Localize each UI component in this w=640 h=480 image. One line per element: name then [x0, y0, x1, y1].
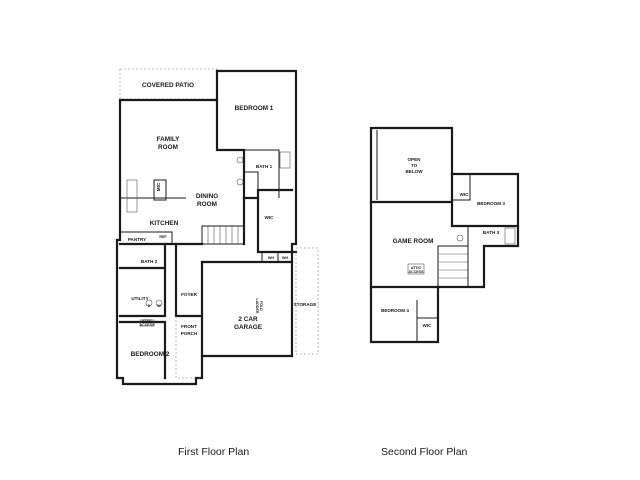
wic-bottom-label: WIC [423, 323, 433, 328]
first-floor-caption: First Floor Plan [178, 446, 250, 458]
garage-label: 2 CAR [238, 316, 258, 323]
stair-treads [438, 253, 468, 279]
front-porch-label-line2: PORCH [181, 331, 198, 336]
bath2-label: BATH 2 [141, 259, 158, 264]
dining-room-label: DINING [196, 193, 218, 200]
tub-fixture [504, 227, 516, 245]
bath1-inner-wall [244, 171, 259, 190]
foyer-label: FOYER [181, 292, 198, 297]
open-to-below-label-line3: BELOW [405, 169, 423, 174]
storage-outline [295, 247, 319, 355]
family-room-label: FAMILY [157, 136, 181, 143]
wic-top-label: WIC [460, 192, 470, 197]
porch-outline [175, 316, 202, 379]
attic-access-outline [407, 263, 425, 275]
stairs-outline [437, 245, 469, 288]
front-porch-label: FRONT [181, 324, 197, 329]
stair-treads [207, 226, 239, 244]
bedroom2-label: BEDROOM 2 [131, 351, 170, 358]
second-floor-exterior-wall [369, 126, 520, 344]
open-to-below-label: OPEN [407, 157, 421, 162]
mic-label: MIC [156, 182, 161, 191]
kitchen-label: KITCHEN [150, 220, 179, 227]
first-floor-exterior-wall [115, 69, 298, 386]
foyer-wall [174, 242, 204, 318]
water-heater-label: WH [268, 256, 274, 260]
utility-wall [118, 266, 167, 318]
attic-access-label-line2: ACCESS [140, 323, 156, 327]
water-heater-label: WH [282, 256, 288, 260]
garage-label-line2: GARAGE [234, 324, 263, 331]
wic-wall [256, 196, 298, 254]
toilet-fixture [456, 234, 464, 242]
toilet-fixture [236, 178, 244, 186]
stairs-outline [201, 225, 245, 245]
toilet-fixture [236, 156, 244, 164]
dining-room-label-line2: ROOM [197, 201, 217, 208]
covered-patio-label: COVERED PATIO [142, 82, 194, 89]
bath1-wall [244, 149, 280, 198]
wic-bottom-wall [416, 300, 438, 342]
second-floor-plan: OPEN TO BELOW WIC BEDROOM 3 BATH 3 GAME … [369, 126, 520, 344]
wic-top-wall [452, 174, 471, 201]
first-floor-plan: COVERED PATIO BEDROOM 1 FAMILY ROOM BATH… [115, 68, 319, 386]
storage-label: STORAGE [294, 302, 317, 307]
bath2-wall [118, 242, 167, 270]
bedroom3-label: BEDROOM 3 [477, 201, 505, 206]
attic-access-label-line2: ACCESS [409, 270, 425, 274]
game-room-label: GAME ROOM [393, 238, 434, 245]
water-heater-walls [261, 252, 279, 262]
kitchen-island [153, 179, 167, 201]
second-floor-caption: Second Floor Plan [381, 446, 468, 458]
ladder-label-line2: FOLD [259, 301, 263, 311]
attic-access-label: ATTIC [142, 319, 153, 323]
attic-access-label: ATTIC [411, 266, 422, 270]
bedroom3-wall [450, 172, 520, 228]
utility-label: UTILITY [131, 296, 148, 301]
wic-label: WIC [265, 215, 275, 220]
pantry-label: PANTRY [128, 237, 146, 242]
washer-label: W [157, 304, 161, 308]
ladder-label: LADDER [255, 299, 259, 314]
attic-access-outline [139, 319, 155, 327]
bath1-label: BATH 1 [256, 164, 273, 169]
dryer-label: D [148, 304, 151, 308]
ref-label: REF [159, 235, 167, 239]
family-room-label-line2: ROOM [158, 144, 178, 151]
bath3-label: BATH 3 [483, 230, 500, 235]
bedroom2-wall [118, 320, 167, 380]
tub-fixture [279, 151, 291, 169]
bedroom4-label: BEDROOM 4 [381, 308, 409, 313]
kitchen-counter [126, 179, 138, 213]
washer-fixture [155, 299, 163, 307]
bedroom1-label: BEDROOM 1 [235, 105, 274, 112]
open-to-below-label-line2: TO [411, 163, 418, 168]
dryer-fixture [145, 299, 153, 307]
bedroom1-wall [215, 69, 294, 200]
